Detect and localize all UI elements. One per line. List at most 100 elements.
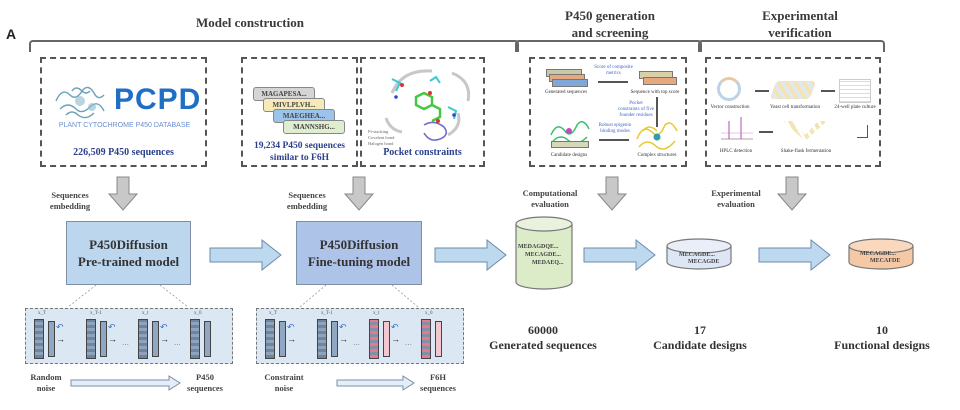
pocket-legend: Pi-stacking Covalent bond Halogen bond (368, 129, 394, 147)
label-line: Random (30, 372, 62, 382)
score-label-line: metrics (606, 71, 621, 76)
database-disk-icon (666, 238, 732, 270)
label-line: Sequences (288, 190, 326, 200)
robust-label-line: Robust epigenin (598, 123, 632, 128)
ellipsis: … (405, 339, 412, 347)
f6h-sequences-box: MAGAPESA... MIVLPLVH... MAEGHEA... MANNS… (241, 57, 358, 167)
generated-sequences-database: MEDAGDQE... MECAGDE... MEDAEQ... (515, 216, 573, 290)
pocket-label-line: founder residues (619, 113, 653, 118)
f6h-sequences-label: F6H sequences (412, 372, 464, 394)
pcpd-caption: 226,509 P450 sequences (73, 147, 174, 158)
generated-count: 60000 Generated sequences (478, 323, 608, 353)
pcpd-database-box: PCPD PLANT CYTOCHROME P450 DATABASE 226,… (40, 57, 207, 167)
score-label: Score of composite metrics (591, 65, 636, 77)
blue-right-arrow-icon (583, 239, 656, 271)
section-title-model-construction: Model construction (196, 15, 304, 30)
label-line: Sequences (51, 190, 89, 200)
label-line: Computational (522, 188, 578, 198)
sequence-column (265, 319, 275, 359)
candidate-designs-database: MECAGDE... MECAGDE (666, 238, 732, 270)
noise-column (48, 321, 55, 357)
sequence-column (190, 319, 200, 359)
sequences-embedding-label: Sequences embedding (277, 190, 337, 212)
section-title-line: and screening (571, 25, 649, 40)
panel-label: A (6, 26, 17, 42)
db-sequence: MEDAEQ... (532, 260, 564, 266)
curved-arrow-icon: ↶ (391, 322, 399, 332)
complex-structure-icon (636, 122, 678, 150)
section-title-line: verification (768, 25, 832, 40)
step-arrow-icon: → (160, 334, 169, 344)
f6h-caption-line: 19,234 P450 sequences (253, 141, 346, 151)
database-disk-icon (848, 238, 914, 270)
legend-item: Covalent bond (368, 135, 395, 140)
db-sequence: MECAGDE (688, 259, 720, 265)
protein-structure-icon (55, 86, 105, 119)
step-label: x_0 (194, 311, 202, 316)
top-score-label: Sequence with top score (630, 90, 680, 95)
bracket-verification (698, 40, 885, 52)
arrow-right-icon (755, 90, 769, 92)
gray-down-arrow-icon (777, 176, 807, 211)
count-label: Generated sequences (489, 338, 597, 352)
experiment-box: Vector construction Yeast cell transform… (705, 57, 881, 167)
sequence-column (317, 319, 327, 359)
arrow-left-icon (599, 139, 629, 141)
arrow-right-icon (598, 81, 628, 83)
robust-label-line: binding modes (600, 129, 630, 134)
candidate-designs-label: Candidate designs (550, 153, 588, 158)
step-label: x_T-1 (321, 311, 333, 316)
step-arrow-icon: → (287, 334, 296, 344)
random-noise-label: Random noise (24, 372, 68, 394)
top-seq-stack (639, 71, 679, 85)
label-line: F6H (429, 372, 447, 382)
step-label: x_t (142, 311, 149, 316)
gray-down-arrow-icon (108, 176, 138, 211)
computational-evaluation-label: Computational evaluation (510, 188, 590, 210)
label-line: Constraint (264, 372, 304, 382)
screening-box: Generated sequences Score of composite m… (529, 57, 687, 167)
pretrained-model-box: P450Diffusion Pre-trained model (66, 221, 191, 285)
section-title-line: Experimental (762, 8, 838, 23)
count-label: Candidate designs (653, 338, 747, 352)
gray-down-arrow-icon (597, 176, 627, 211)
generated-sequences-label: Generated sequences (544, 90, 588, 95)
model-title: P450Diffusion (89, 237, 168, 252)
sequence-column (138, 319, 148, 359)
candidate-seq-card (551, 141, 589, 148)
label-line: embedding (286, 201, 328, 211)
count-number: 17 (694, 323, 706, 337)
ellipsis: … (174, 339, 181, 347)
pocket-constraints-box: Pi-stacking Covalent bond Halogen bond P… (360, 57, 485, 167)
f6h-caption-line: similar to F6H (270, 153, 329, 163)
experiment-step-label: Yeast cell transformation (769, 105, 821, 110)
ligand-pocket-icon (384, 69, 471, 141)
noise-column (152, 321, 159, 357)
pocket-caption: Pocket constraints (383, 147, 462, 158)
label-line: noise (274, 383, 294, 393)
arrow-left-icon (759, 131, 773, 133)
db-sequence: MEDAGDQE... (518, 244, 559, 250)
sequence-card: MANNSHG... (283, 120, 345, 134)
step-label: x_t (373, 311, 380, 316)
curved-arrow-icon: ↶ (56, 322, 64, 332)
experiment-step-label: Vector construction (710, 105, 750, 110)
experimental-evaluation-label: Experimental evaluation (696, 188, 776, 210)
process-arrow-icon (70, 375, 181, 391)
arrow-right-icon (821, 90, 835, 92)
constraint-noise-label: Constraint noise (256, 372, 312, 394)
blue-right-arrow-icon (209, 239, 282, 271)
complex-structures-label: Complex structures (637, 153, 677, 158)
experiment-step-label: 24-well plate culture (834, 105, 876, 110)
label-line: sequences (187, 383, 223, 393)
process-arrow-icon (336, 375, 415, 391)
noise-column (331, 321, 338, 357)
model-subtitle: Fine-tuning model (307, 254, 411, 269)
count-label: Functional designs (834, 338, 930, 352)
sequence-column (34, 319, 44, 359)
legend-item: Pi-stacking (368, 129, 389, 134)
yeast-plate-icon (769, 81, 817, 99)
label-line: sequences (420, 383, 456, 393)
sequences-embedding-label: Sequences embedding (40, 190, 100, 212)
count-number: 10 (876, 323, 888, 337)
